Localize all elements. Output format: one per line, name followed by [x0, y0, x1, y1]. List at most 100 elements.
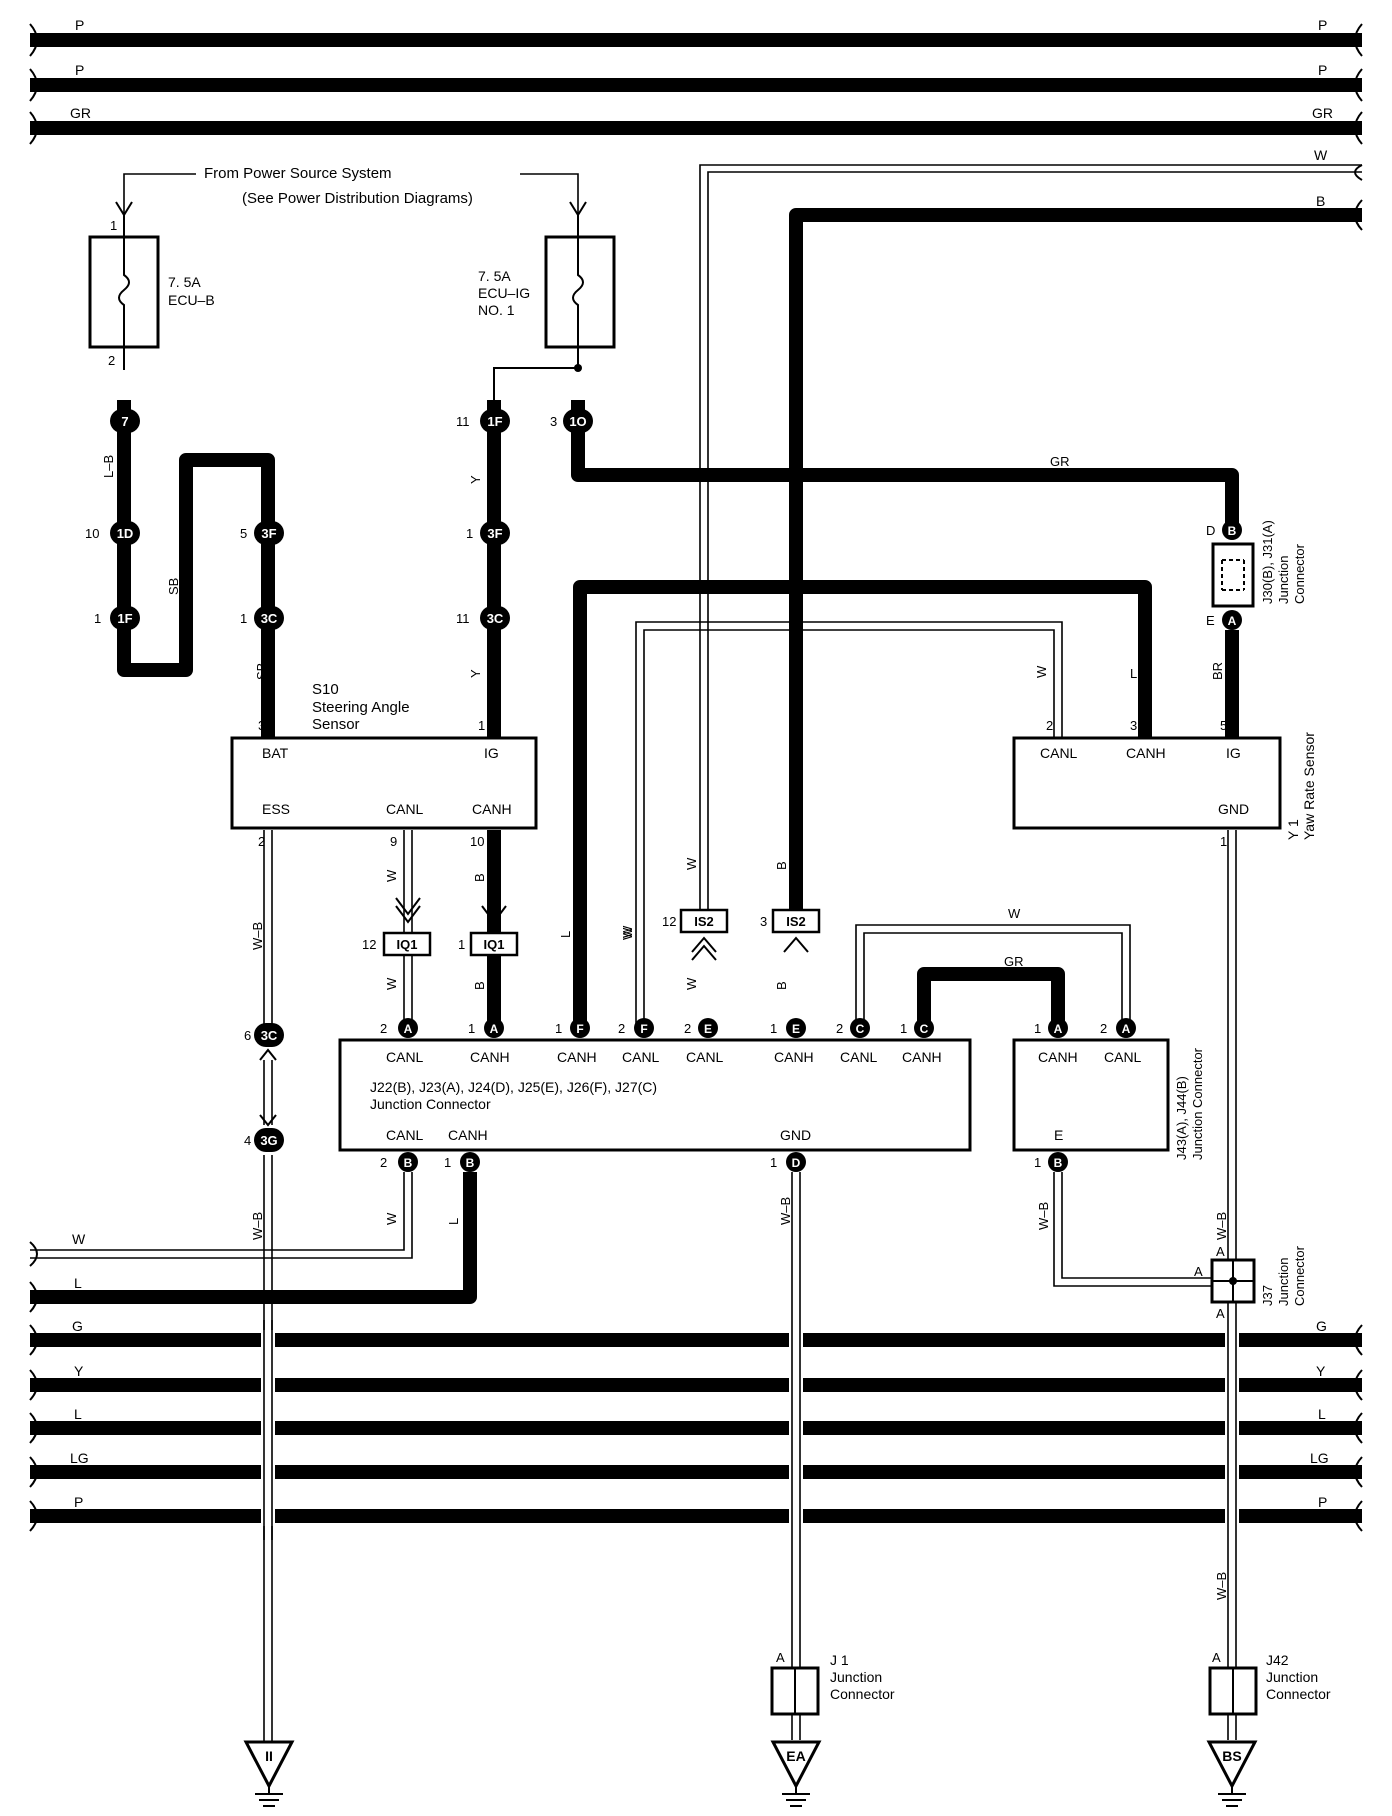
wire-w [855, 924, 1131, 1025]
pin-label: IG [1226, 745, 1241, 761]
pin-number: 3 [258, 718, 265, 733]
junction-id: J42 [1266, 1652, 1289, 1668]
terminal [1048, 1152, 1068, 1172]
sensor-id: Y 1 [1285, 819, 1301, 840]
pin-label: CANL [686, 1049, 724, 1065]
connector-label: 1F [487, 414, 502, 429]
terminal [1048, 1018, 1068, 1038]
terminal [634, 1018, 654, 1038]
terminal-label: E [704, 1022, 712, 1036]
wire-wb [1053, 1172, 1212, 1287]
pin-number: 1 [770, 1155, 777, 1170]
junction-ids: J43(A), J44(B) [1174, 1076, 1189, 1160]
connector-label: 3F [261, 526, 276, 541]
terminal [786, 1018, 806, 1038]
wire-color: W–B [778, 1197, 793, 1225]
bus-label: LG [1310, 1450, 1329, 1466]
bus-label: P [1318, 17, 1327, 33]
arrow-down-icon [481, 905, 507, 924]
pin-label: CANL [386, 801, 424, 817]
pin-number: 1 [240, 611, 247, 626]
connector-label: 1F [117, 611, 132, 626]
fuse-ecu-b: 1 2 7. 5A ECU–B [88, 215, 215, 370]
feed-wire [123, 173, 196, 215]
pin-label: CANL [386, 1049, 424, 1065]
pin-number: 11 [456, 611, 470, 626]
break-mark [1354, 199, 1363, 231]
pin-number: 2 [1100, 1021, 1107, 1036]
connector-is2 [679, 908, 729, 934]
wire-color: W [1034, 665, 1049, 678]
connector-label: IS2 [694, 914, 714, 929]
break-mark [1354, 1456, 1363, 1488]
bus-label: GR [70, 105, 91, 121]
ground-icon [243, 1740, 295, 1790]
bus-label: W [72, 1231, 86, 1247]
wire-color: B [774, 981, 789, 990]
wire-color: W [620, 925, 635, 938]
wire-color: W [384, 1212, 399, 1225]
connector-3c [254, 1023, 284, 1047]
connector-1o [563, 409, 593, 433]
wire-gr [571, 400, 1239, 530]
pin-number: 5 [240, 526, 247, 541]
gr-circuit: GR [571, 400, 1239, 530]
pin-label: ESS [262, 801, 290, 817]
wire-color: W–B [1214, 1212, 1229, 1240]
fuse-icon [118, 215, 130, 370]
break-mark [1354, 1324, 1363, 1356]
pin-letter: A [1216, 1306, 1225, 1321]
crossing-gap [1225, 1330, 1239, 1526]
junction-id: J37 [1260, 1285, 1275, 1306]
break-mark [1354, 1369, 1363, 1401]
junction-box [1012, 1038, 1170, 1152]
fuse-name: ECU–IG [478, 285, 530, 301]
junction-name: Junction Connector [370, 1096, 491, 1112]
sensor-id: S10 [312, 681, 339, 698]
terminal [570, 1018, 590, 1038]
connector-3f [254, 521, 284, 545]
terminal [1116, 1018, 1136, 1038]
connector-label: IQ1 [397, 937, 418, 952]
pin-label: E [1054, 1127, 1063, 1143]
bus-label: Y [74, 1363, 84, 1379]
break-mark [29, 1281, 38, 1313]
pin-number: 3 [550, 414, 557, 429]
connectors: 7 1D 10 1F 1 3F 5 3C 1 1F 11 1O 3 3F 1 3… [85, 409, 593, 630]
ground-ii: II [243, 1740, 295, 1807]
pin-letter: E [1206, 613, 1215, 628]
bus-label: L [74, 1275, 82, 1291]
pin-number: 2 [836, 1021, 843, 1036]
wire-l [30, 1172, 477, 1304]
pin-number: 2 [380, 1021, 387, 1036]
steering-can-wires: W–B W W B B IQ1 12 IQ1 1 [250, 830, 519, 1035]
connector-label: 1O [569, 414, 586, 429]
bus-label: L [1318, 1406, 1326, 1422]
wire-color: B [774, 861, 789, 870]
junction-ids: J30(B), J31(A) [1260, 520, 1275, 604]
crossing-gap [261, 1330, 275, 1526]
bus-label: P [75, 62, 84, 78]
connector-label: B [1228, 524, 1237, 538]
connector-3g [254, 1128, 284, 1152]
wire-w [643, 629, 1055, 1025]
pin-number: 2 [618, 1021, 625, 1036]
white-wire [707, 171, 1362, 912]
pin-number: 2 [108, 353, 115, 368]
junction-name-2: Connector [1292, 1245, 1307, 1306]
fuse-ecu-ig: 7. 5A ECU–IG NO. 1 [478, 215, 616, 400]
break-mark [29, 1500, 38, 1532]
break-mark [1354, 23, 1363, 57]
pin-number: 1 [478, 718, 485, 733]
connector-label: 7 [121, 414, 128, 429]
connector-3f [480, 521, 510, 545]
wire-color: GR [1004, 954, 1024, 969]
sensor-box [1012, 736, 1282, 830]
arrow-up-icon [783, 936, 809, 953]
junction-name: Junction [1276, 556, 1291, 604]
break-mark [1354, 164, 1363, 181]
wire-color: W [684, 857, 699, 870]
junction-ids: J22(B), J23(A), J24(D), J25(E), J26(F), … [370, 1079, 657, 1095]
bus-label: G [72, 1318, 83, 1334]
bus-label: L [74, 1406, 82, 1422]
